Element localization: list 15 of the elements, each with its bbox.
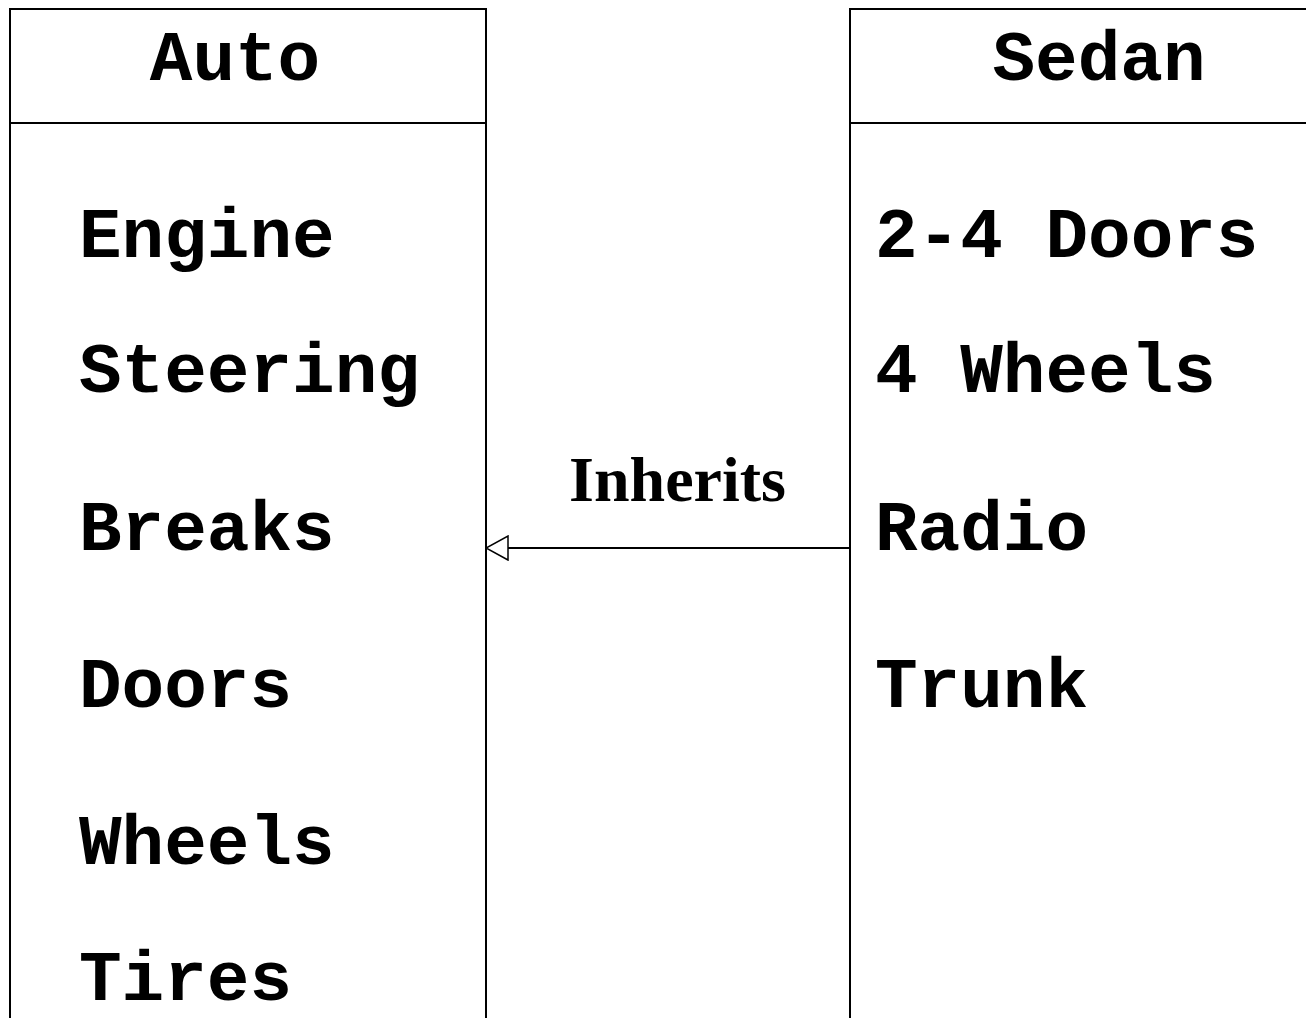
class-box bbox=[9, 8, 487, 1018]
attribute-text: Steering bbox=[79, 338, 420, 408]
attribute-text: Radio bbox=[875, 496, 1089, 566]
attribute-text: Doors bbox=[79, 653, 293, 723]
attribute-text: Engine bbox=[79, 203, 335, 273]
inheritance-arrow bbox=[485, 535, 850, 561]
attribute-text: Wheels bbox=[79, 810, 335, 880]
class-box bbox=[849, 8, 1306, 1018]
attribute-text: 2-4 Doors bbox=[875, 203, 1259, 273]
attribute-text: Breaks bbox=[79, 496, 335, 566]
class-name: Auto bbox=[149, 26, 321, 96]
attribute-text: Trunk bbox=[875, 653, 1089, 723]
attribute-text: 4 Wheels bbox=[875, 338, 1216, 408]
class-name: Sedan bbox=[992, 26, 1206, 96]
attribute-text: Tires bbox=[79, 946, 293, 1016]
